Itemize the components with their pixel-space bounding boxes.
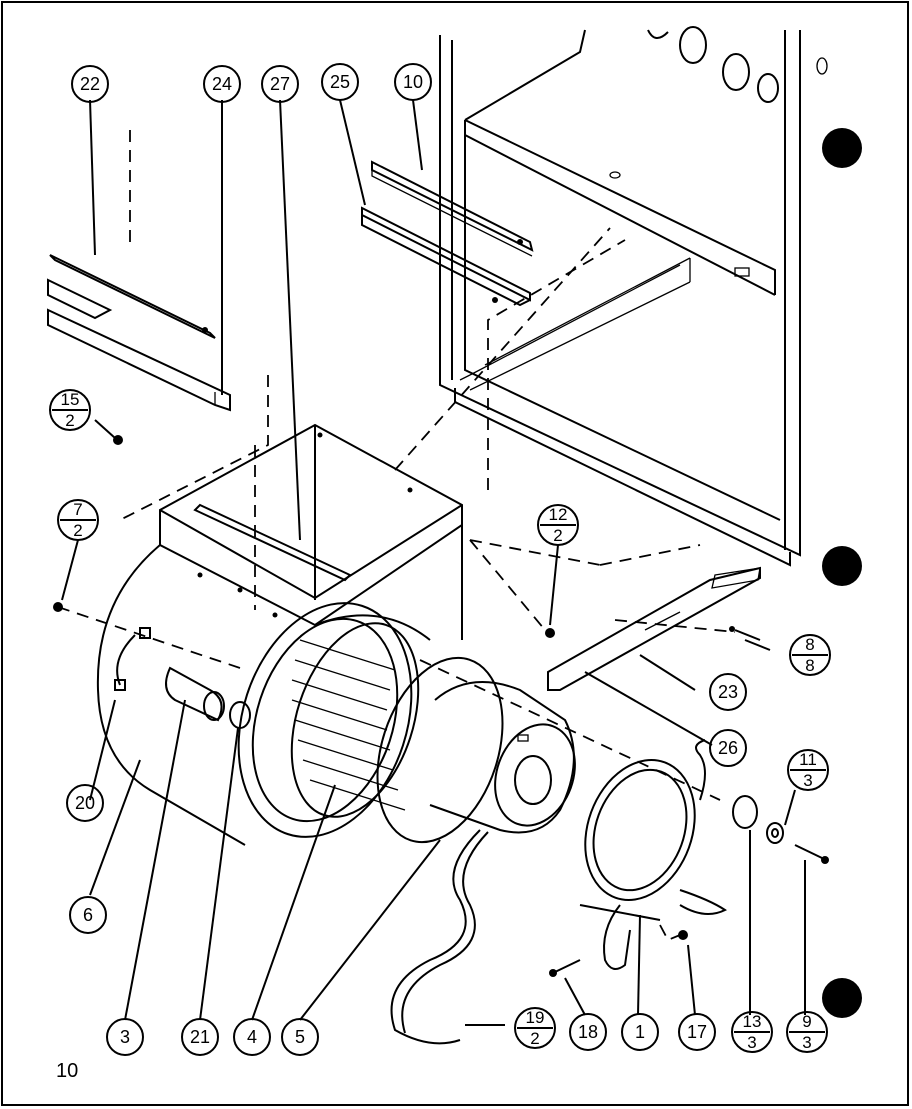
callout-1: 1 (621, 1013, 659, 1051)
callout-26: 26 (709, 729, 747, 767)
svg-text:5: 5 (295, 1027, 305, 1047)
cabinet (439, 26, 828, 567)
callout-19-2: 19 2 (514, 1007, 556, 1049)
svg-text:23: 23 (718, 682, 738, 702)
svg-text:2: 2 (73, 521, 82, 540)
callout-6: 6 (69, 896, 107, 934)
callout-17: 17 (678, 1013, 716, 1051)
bracket-23 (547, 566, 761, 691)
svg-text:27: 27 (270, 74, 290, 94)
svg-text:2: 2 (65, 411, 74, 430)
motor (390, 681, 576, 1045)
callout-23: 23 (709, 673, 747, 711)
callout-3: 3 (106, 1018, 144, 1056)
callout-27: 27 (261, 65, 299, 103)
svg-text:19: 19 (526, 1008, 545, 1027)
callout-20: 20 (66, 784, 104, 822)
svg-text:6: 6 (83, 905, 93, 925)
svg-text:8: 8 (805, 635, 814, 654)
svg-text:1: 1 (635, 1022, 645, 1042)
callout-7-2: 7 2 (57, 499, 99, 541)
callout-4: 4 (233, 1018, 271, 1056)
blower-housing (96, 423, 463, 846)
svg-text:4: 4 (247, 1027, 257, 1047)
callout-13-3: 13 3 (731, 1011, 773, 1053)
callout-24: 24 (203, 65, 241, 103)
svg-text:10: 10 (403, 72, 423, 92)
svg-text:15: 15 (61, 390, 80, 409)
svg-text:8: 8 (805, 656, 814, 675)
svg-text:20: 20 (75, 793, 95, 813)
capacitor (165, 666, 225, 722)
svg-text:21: 21 (190, 1027, 210, 1047)
motor-mount (579, 739, 727, 970)
assembly-lines (57, 130, 736, 942)
svg-text:9: 9 (802, 1012, 811, 1031)
callout-8-8: 8 8 (789, 634, 831, 676)
svg-text:22: 22 (80, 74, 100, 94)
strap-20 (114, 627, 151, 691)
rail-22 (47, 254, 216, 339)
callout-11-3: 11 3 (787, 749, 829, 791)
leader-lines (61, 99, 806, 1026)
callout-18: 18 (569, 1013, 607, 1051)
svg-text:24: 24 (212, 74, 232, 94)
callout-15-2: 15 2 (49, 389, 91, 431)
callout-10: 10 (394, 63, 432, 101)
svg-text:3: 3 (802, 1033, 811, 1052)
binder-hole-bottom (822, 978, 862, 1018)
svg-text:13: 13 (743, 1012, 762, 1031)
svg-text:2: 2 (530, 1029, 539, 1048)
binder-hole-middle (822, 546, 862, 586)
callout-21: 21 (181, 1018, 219, 1056)
svg-text:7: 7 (73, 500, 82, 519)
callout-9-3: 9 3 (786, 1011, 828, 1053)
svg-text:25: 25 (330, 72, 350, 92)
svg-text:3: 3 (803, 771, 812, 790)
hardware (53, 435, 829, 977)
rail-24 (47, 308, 231, 412)
bracket-25 (361, 206, 531, 307)
svg-text:17: 17 (687, 1022, 707, 1042)
plug-21 (229, 701, 251, 729)
bracket-10 (371, 160, 534, 257)
callout-5: 5 (281, 1018, 319, 1056)
svg-text:3: 3 (747, 1033, 756, 1052)
binder-hole-top (822, 128, 862, 168)
callout-25: 25 (321, 63, 359, 101)
callout-12-2: 12 2 (537, 504, 579, 546)
page-number: 10 (56, 1060, 79, 1082)
svg-text:26: 26 (718, 738, 738, 758)
svg-text:2: 2 (553, 526, 562, 545)
svg-text:3: 3 (120, 1027, 130, 1047)
callout-22: 22 (71, 65, 109, 103)
svg-text:12: 12 (549, 505, 568, 524)
svg-text:18: 18 (578, 1022, 598, 1042)
svg-text:11: 11 (799, 750, 817, 769)
